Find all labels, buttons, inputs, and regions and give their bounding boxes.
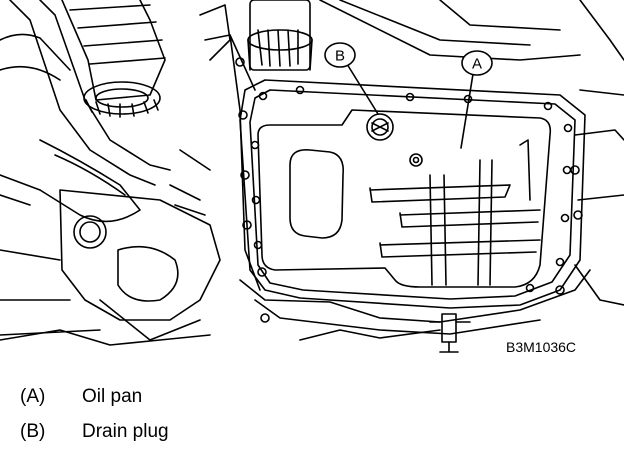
figure-id: B3M1036C <box>506 339 576 355</box>
legend-item-oil-pan: (A) Oil pan <box>20 386 142 408</box>
oil-filter <box>199 0 624 71</box>
legend-key: (A) <box>20 386 46 407</box>
legend-label: Oil pan <box>82 386 143 407</box>
callout-b-label: B <box>335 48 345 65</box>
legend-item-drain-plug: (B) Drain plug <box>20 421 169 443</box>
callout-b: B <box>324 42 356 68</box>
hose <box>0 0 171 223</box>
connector <box>0 313 471 353</box>
side-housing <box>0 189 221 341</box>
legend-key: (B) <box>20 421 46 442</box>
callout-a: A <box>461 50 493 76</box>
oil-pan <box>239 79 624 335</box>
callout-a-leader <box>460 73 474 149</box>
drain-plug <box>366 113 394 141</box>
callout-a-label: A <box>472 56 482 73</box>
legend-label: Drain plug <box>82 421 169 442</box>
callout-b-leader <box>346 63 379 115</box>
axle-boot-assembly <box>0 0 166 118</box>
